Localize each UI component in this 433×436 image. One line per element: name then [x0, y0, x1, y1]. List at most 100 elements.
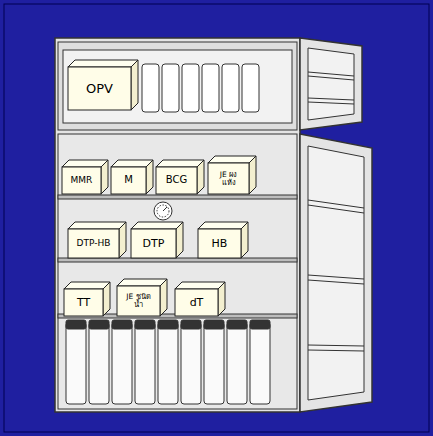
- bottle-row: [66, 320, 270, 404]
- vaccine-label: BCG: [166, 175, 187, 186]
- box-side: [146, 160, 153, 194]
- vaccine-box: JE ผงแห้ง: [208, 156, 256, 194]
- box-top: [62, 160, 108, 167]
- box-front: [198, 229, 241, 258]
- vaccine-box: JE ชนิดน้ำ: [117, 279, 167, 316]
- box-front: [68, 229, 119, 258]
- vaccine-label: JE ผงแห้ง: [215, 171, 243, 187]
- vaccine-label: OPV: [86, 82, 113, 96]
- bottle: [135, 322, 155, 404]
- bottle-cap: [250, 320, 270, 329]
- door-rail: [308, 76, 354, 80]
- fridge-door: [300, 134, 372, 412]
- bottle: [66, 322, 86, 404]
- vaccine-label: DTP: [143, 238, 165, 250]
- box-front: [62, 167, 101, 194]
- vaccine-label: MMR: [71, 176, 93, 185]
- door-rail: [308, 72, 354, 76]
- vaccine-label: M: [124, 175, 133, 186]
- vial: [202, 64, 219, 112]
- vial: [222, 64, 239, 112]
- box-top: [175, 282, 225, 289]
- vaccine-label: dT: [190, 297, 204, 309]
- freezer-shelf: [63, 50, 292, 123]
- box-side: [101, 160, 108, 194]
- box-top: [208, 156, 256, 163]
- box-face: BCG: [156, 167, 197, 194]
- bottle-cap: [181, 320, 201, 329]
- box-side: [218, 282, 225, 316]
- vaccine-box: dT: [175, 282, 225, 316]
- fridge-body: [55, 38, 300, 412]
- box-top: [131, 222, 183, 229]
- box-front: [64, 289, 103, 316]
- box-top: [198, 222, 248, 229]
- door-rail: [308, 200, 364, 208]
- box-side: [103, 282, 110, 316]
- box-front: [117, 286, 160, 316]
- shelf: [58, 258, 297, 262]
- box-face: MMR: [62, 167, 101, 194]
- box-front: [131, 229, 176, 258]
- vaccine-label: TT: [77, 297, 90, 309]
- vaccine-label: JE ชนิดน้ำ: [124, 293, 154, 309]
- box-side: [241, 222, 248, 258]
- vaccine-label: HB: [212, 238, 228, 250]
- box-side: [119, 222, 126, 258]
- box-top: [68, 60, 138, 67]
- box-front: [68, 67, 131, 110]
- vial: [162, 64, 179, 112]
- freezer-compartment: [58, 42, 297, 130]
- vaccine-box: MMR: [62, 160, 108, 194]
- box-top: [117, 279, 167, 286]
- box-front: [111, 167, 146, 194]
- bottle-cap: [112, 320, 132, 329]
- box-side: [249, 156, 256, 194]
- box-face: dT: [175, 289, 218, 316]
- box-face: TT: [64, 289, 103, 316]
- fridge-door-panel: [308, 146, 364, 400]
- thermometer-needle: [163, 207, 167, 211]
- door-rail: [308, 205, 364, 213]
- box-face: HB: [198, 229, 241, 258]
- vaccine-label: DTP-HB: [77, 239, 111, 248]
- door-rail: [308, 98, 354, 100]
- bottle: [250, 322, 270, 404]
- door-rail: [308, 275, 364, 279]
- bottle-cap: [89, 320, 109, 329]
- bottle: [181, 322, 201, 404]
- vaccine-box: DTP: [131, 222, 183, 258]
- box-front: [156, 167, 197, 194]
- bottle-cap: [66, 320, 86, 329]
- box-face: DTP-HB: [68, 229, 119, 258]
- bottle: [227, 322, 247, 404]
- box-front: [175, 289, 218, 316]
- bottle-cap: [227, 320, 247, 329]
- thermometer-scale: [157, 205, 169, 217]
- box-top: [156, 160, 204, 167]
- vaccine-box: M: [111, 160, 153, 194]
- box-side: [176, 222, 183, 258]
- vial: [142, 64, 159, 112]
- vaccine-box: TT: [64, 282, 110, 316]
- vaccine-box: OPV: [68, 60, 138, 110]
- box-top: [64, 282, 110, 289]
- freezer-door: [300, 38, 362, 130]
- vaccine-box: DTP-HB: [68, 222, 126, 258]
- box-top: [68, 222, 126, 229]
- vial: [242, 64, 259, 112]
- bottle-cap: [204, 320, 224, 329]
- thermometer: [154, 202, 172, 220]
- door-rail: [308, 280, 364, 284]
- freezer-door-panel: [308, 48, 354, 120]
- door-rail: [308, 102, 354, 104]
- box-face: JE ชนิดน้ำ: [117, 286, 160, 316]
- box-front: [208, 163, 249, 194]
- shelf: [58, 195, 297, 199]
- box-face: OPV: [68, 67, 131, 110]
